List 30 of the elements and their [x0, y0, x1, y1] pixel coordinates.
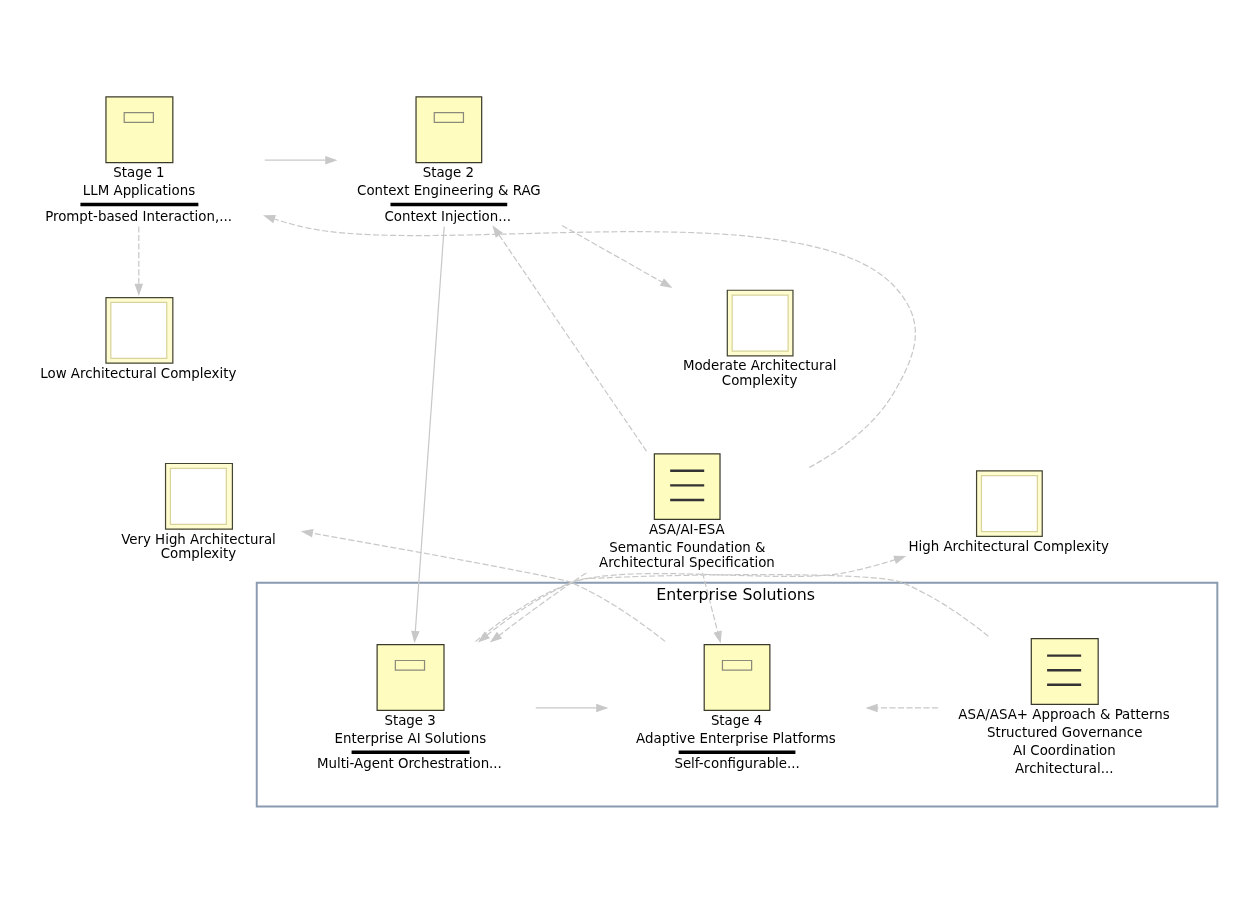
arrow — [474, 555, 907, 643]
arrow — [489, 572, 587, 643]
node-label: Prompt-based Interaction,... — [45, 208, 232, 224]
node-label: Enterprise AI Solutions — [334, 730, 487, 746]
node-label: ASA/AI-ESA — [648, 521, 725, 537]
node-label: AI Coordination — [1013, 743, 1116, 759]
node-label: Architectural... — [1014, 761, 1114, 777]
node-label: Structured Governance — [986, 724, 1143, 740]
arrow — [263, 215, 916, 469]
node-label: Self-configurable... — [674, 756, 800, 772]
arrow — [492, 225, 648, 452]
node-label: High Architectural Complexity — [908, 538, 1109, 554]
arrow — [561, 224, 673, 288]
node-label: ASA/ASA+ Approach & Patterns — [958, 706, 1170, 722]
node-label: Semantic Foundation & Architectural Specification — [599, 540, 775, 570]
arrow — [134, 225, 144, 297]
node-label: Context Engineering & RAG — [357, 183, 541, 199]
arrow — [865, 703, 939, 713]
node-label: Low Architectural Complexity — [40, 365, 237, 381]
node-label: Moderate Architectural Complexity — [682, 358, 837, 388]
arrow — [264, 155, 338, 165]
node-label: Multi-Agent Orchestration... — [316, 756, 502, 772]
arrow — [300, 529, 666, 642]
node-label: Context Injection... — [384, 208, 512, 224]
arrow — [701, 572, 722, 644]
arrow — [535, 703, 609, 713]
arrow — [411, 225, 445, 644]
node-label: Very High Architectural Complexity — [121, 531, 276, 562]
node-label: Adaptive Enterprise Platforms — [636, 730, 836, 746]
arrow — [477, 574, 989, 643]
